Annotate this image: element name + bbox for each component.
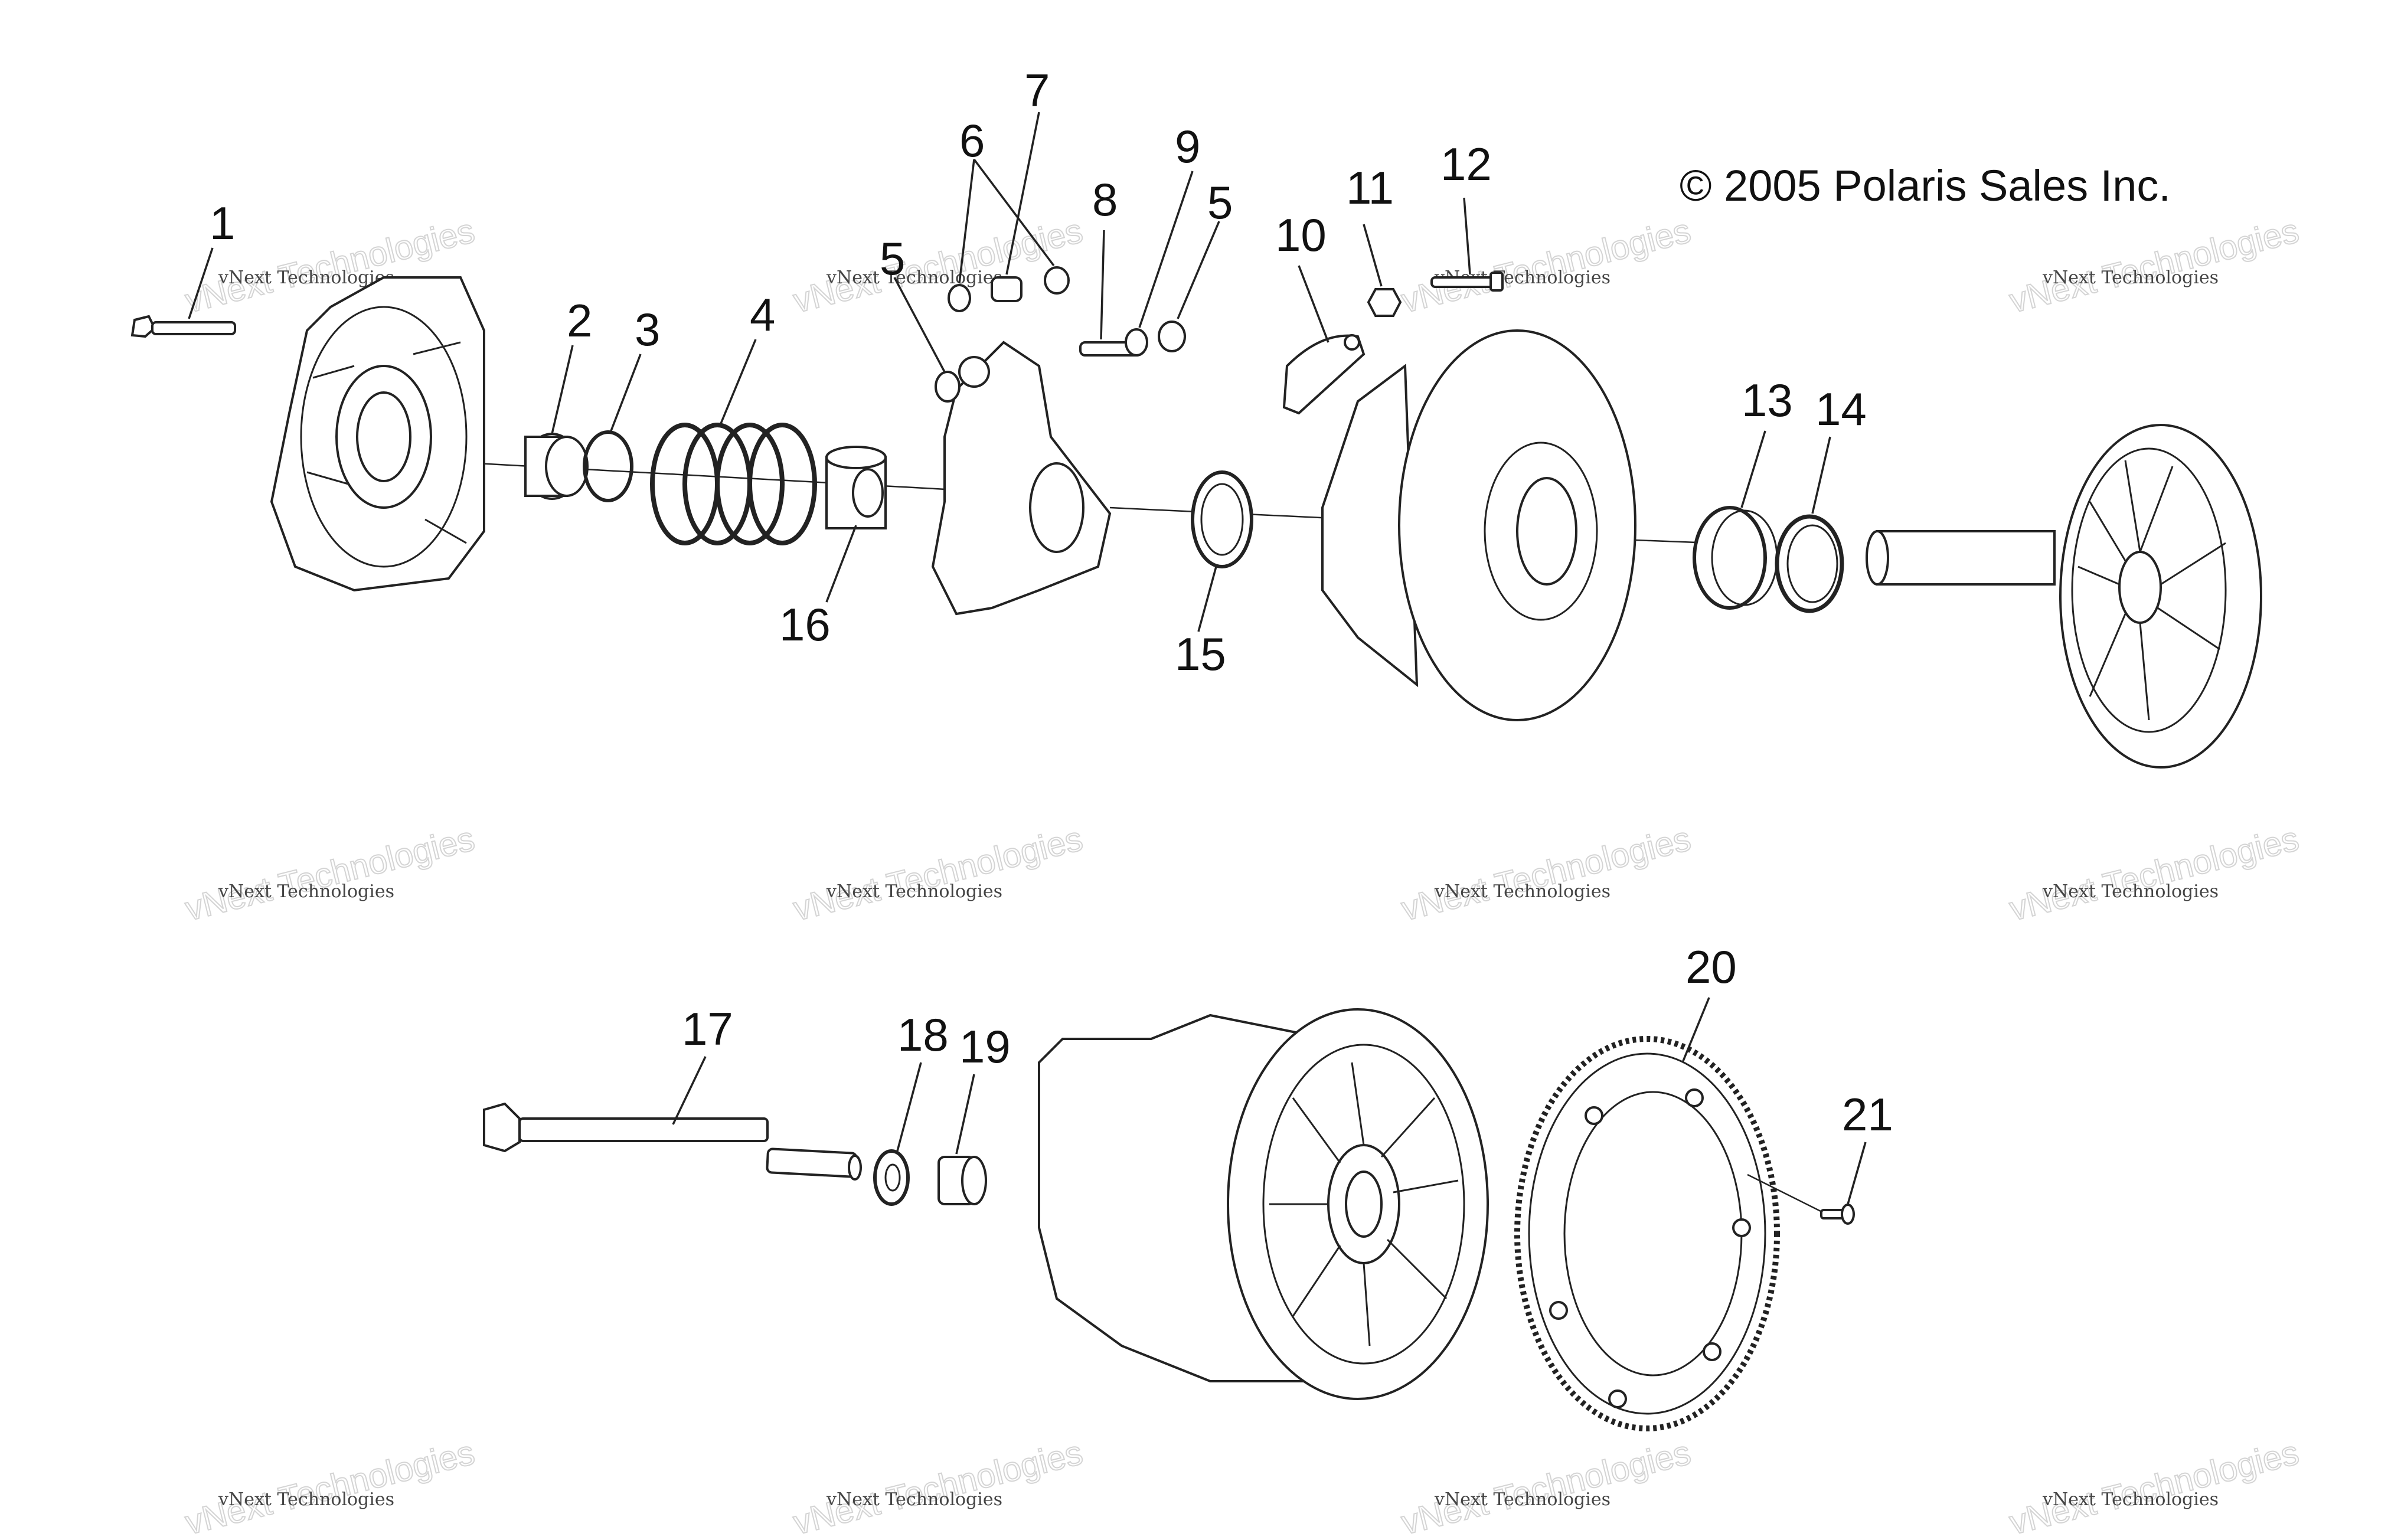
- callout-4: 4: [750, 289, 775, 341]
- watermark-small-text: vNext Technologies: [826, 267, 1002, 288]
- copyright-notice: © 2005 Polaris Sales Inc.: [1680, 161, 2171, 210]
- watermark-large-text: vNext Technologies: [2005, 211, 2302, 320]
- callout-17: 17: [682, 1003, 733, 1055]
- watermark-10: vNext Technologies: [789, 1433, 1087, 1540]
- callout-3: 3: [635, 303, 660, 355]
- callout-18: 18: [897, 1009, 949, 1061]
- callout-21: 21: [1842, 1088, 1893, 1140]
- watermark-small-text: vNext Technologies: [218, 267, 394, 288]
- part-screw: [1820, 1204, 1855, 1225]
- part-ring: [583, 430, 633, 502]
- watermark-large-text: vNext Technologies: [181, 819, 478, 928]
- watermark-small-text: vNext Technologies: [218, 1489, 394, 1510]
- part-nut-and-pin: [1367, 272, 1504, 317]
- callout-labels: 1 2 3 4 5 5 6 7 8 9 10 11 12 13 14 15 16…: [210, 64, 1893, 1140]
- watermark-12: vNext Technologies: [2005, 1433, 2303, 1540]
- callout-13: 13: [1742, 374, 1793, 426]
- part-spider: [931, 341, 1112, 616]
- callout-20: 20: [1685, 941, 1737, 993]
- callout-8: 8: [1092, 174, 1118, 225]
- watermark-3: vNext Technologies: [1397, 819, 1695, 928]
- callout-12: 12: [1440, 138, 1492, 190]
- watermark-8: vNext Technologies: [2005, 211, 2303, 321]
- callout-6: 6: [959, 115, 985, 166]
- watermark-large-text: vNext Technologies: [1397, 1433, 1694, 1540]
- callout-5-right: 5: [1207, 176, 1233, 228]
- part-movable-sheave: [1321, 329, 1636, 721]
- watermark-small-text: vNext Technologies: [826, 1489, 1002, 1510]
- callout-10: 10: [1275, 209, 1327, 261]
- watermark-small-text: vNext Technologies: [218, 881, 394, 902]
- watermark-7: vNext Technologies: [1397, 211, 1695, 321]
- part-bushing: [524, 433, 589, 500]
- watermark-large-text: vNext Technologies: [789, 211, 1086, 320]
- watermark-small-text: vNext Technologies: [2042, 267, 2219, 288]
- watermark-large-text: vNext Technologies: [789, 819, 1086, 928]
- leader-lines: [188, 112, 1867, 1205]
- watermark-small-text: vNext Technologies: [2042, 1489, 2219, 1510]
- part-seal-ring: [1775, 514, 1844, 613]
- watermark-9: vNext Technologies: [181, 1433, 479, 1540]
- part-washer-lower: [873, 1149, 910, 1206]
- part-ring-gear: [1514, 1036, 1780, 1431]
- part-fixed-sheave: [1866, 424, 2262, 769]
- watermark-large-text: vNext Technologies: [1397, 211, 1694, 320]
- callout-15: 15: [1175, 628, 1226, 680]
- part-cam-arm: [1282, 334, 1366, 415]
- watermark-small-text: vNext Technologies: [826, 881, 1002, 902]
- part-small-hardware: [935, 266, 1186, 403]
- callout-14: 14: [1815, 383, 1867, 435]
- part-assembled-clutch: [1038, 1008, 1489, 1400]
- callout-9: 9: [1175, 120, 1200, 172]
- watermark-4: vNext Technologies: [2005, 819, 2303, 928]
- watermark-1: vNext Technologies: [181, 819, 479, 928]
- part-spacer: [937, 1156, 987, 1205]
- callout-16: 16: [779, 599, 831, 650]
- callout-5-left: 5: [880, 233, 905, 285]
- part-washer: [1191, 470, 1253, 568]
- callout-1: 1: [210, 197, 235, 249]
- watermark-small-text: vNext Technologies: [2042, 881, 2219, 902]
- callout-7: 7: [1024, 64, 1050, 116]
- part-long-bolt: [483, 1102, 862, 1181]
- part-cap: [825, 446, 887, 529]
- watermark-small-text: vNext Technologies: [1434, 1489, 1611, 1510]
- watermark-2: vNext Technologies: [789, 819, 1087, 928]
- watermark-large-text: vNext Technologies: [2005, 819, 2302, 928]
- part-bolt: [130, 315, 236, 338]
- part-spring: [650, 423, 817, 545]
- watermark-6: vNext Technologies: [789, 211, 1087, 321]
- watermark-large-text: vNext Technologies: [2005, 1433, 2302, 1540]
- watermark-large-text: vNext Technologies: [181, 1433, 478, 1540]
- watermark-large-text: vNext Technologies: [1397, 819, 1694, 928]
- callout-11: 11: [1346, 162, 1394, 214]
- callout-19: 19: [959, 1021, 1011, 1073]
- watermark-small-text: vNext Technologies: [1434, 881, 1611, 902]
- watermark-large-text: vNext Technologies: [789, 1433, 1086, 1540]
- part-bearing-sleeve: [1693, 506, 1778, 610]
- part-cover: [270, 276, 485, 592]
- callout-2: 2: [567, 295, 592, 346]
- watermark-11: vNext Technologies: [1397, 1433, 1695, 1540]
